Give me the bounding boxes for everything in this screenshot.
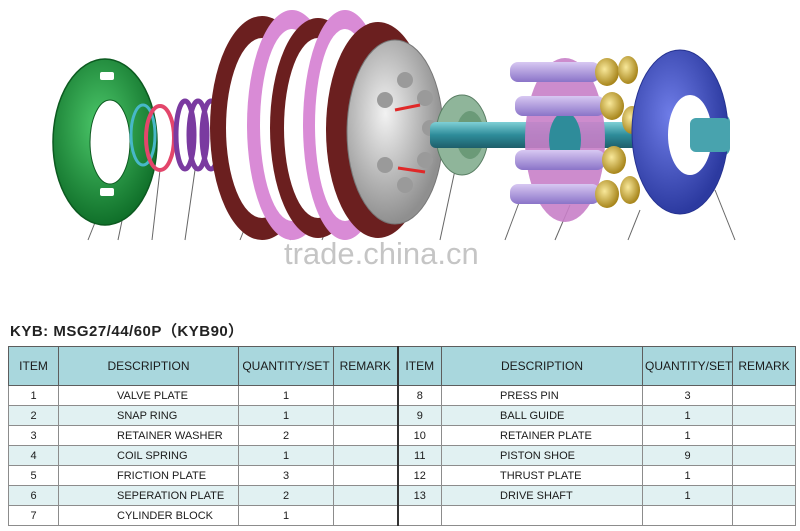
header-item: ITEM: [8, 346, 59, 386]
description-cell: PISTON SHOE: [441, 445, 643, 466]
empty-cell: [396, 505, 442, 526]
table-row: 6 SEPERATION PLATE 2 13 DRIVE SHAFT 1: [8, 485, 796, 506]
remark-cell: [333, 425, 398, 446]
remark-cell: [732, 485, 796, 506]
item-cell: 8: [396, 385, 442, 406]
header-quantity: QUANTITY/SET: [238, 346, 334, 386]
quantity-cell: 2: [238, 425, 334, 446]
remark-cell: [333, 505, 398, 526]
description-cell: COIL SPRING: [58, 445, 239, 466]
quantity-cell: 1: [642, 425, 733, 446]
table-row: 1 VALVE PLATE 1 8 PRESS PIN 3: [8, 385, 796, 406]
piston-shoe-parts: [510, 56, 642, 208]
header-item-2: ITEM: [396, 346, 442, 386]
table-row: 5 FRICTION PLATE 3 12 THRUST PLATE 1: [8, 465, 796, 486]
description-cell: THRUST PLATE: [441, 465, 643, 486]
description-cell: SEPERATION PLATE: [58, 485, 239, 506]
item-cell: 7: [8, 505, 59, 526]
description-cell: RETAINER WASHER: [58, 425, 239, 446]
item-cell: 3: [8, 425, 59, 446]
quantity-cell: 3: [642, 385, 733, 406]
table-row: 7 CYLINDER BLOCK 1: [8, 505, 796, 526]
item-cell: 13: [396, 485, 442, 506]
remark-cell: [732, 385, 796, 406]
remark-cell: [333, 485, 398, 506]
quantity-cell: 1: [238, 505, 334, 526]
remark-cell: [333, 465, 398, 486]
quantity-cell: 1: [642, 465, 733, 486]
header-description-2: DESCRIPTION: [441, 346, 643, 386]
empty-cell: [732, 505, 796, 526]
cylinder-block-part: [346, 39, 444, 225]
quantity-cell: 1: [642, 405, 733, 426]
quantity-cell: 2: [238, 485, 334, 506]
remark-cell: [732, 445, 796, 466]
table-header-row: ITEM DESCRIPTION QUANTITY/SET REMARK ITE…: [8, 346, 796, 386]
description-cell: VALVE PLATE: [58, 385, 239, 406]
table-row: 2 SNAP RING 1 9 BALL GUIDE 1: [8, 405, 796, 426]
item-cell: 11: [396, 445, 442, 466]
quantity-cell: 9: [642, 445, 733, 466]
remark-cell: [732, 465, 796, 486]
empty-cell: [642, 505, 733, 526]
valve-plate-part: [52, 58, 158, 226]
remark-cell: [732, 425, 796, 446]
description-cell: BALL GUIDE: [441, 405, 643, 426]
table-row: 3 RETAINER WASHER 2 10 RETAINER PLATE 1: [8, 425, 796, 446]
remark-cell: [732, 405, 796, 426]
item-cell: 5: [8, 465, 59, 486]
quantity-cell: 1: [642, 485, 733, 506]
description-cell: PRESS PIN: [441, 385, 643, 406]
header-description: DESCRIPTION: [58, 346, 239, 386]
parts-table: ITEM DESCRIPTION QUANTITY/SET REMARK ITE…: [8, 346, 796, 526]
item-cell: 12: [396, 465, 442, 486]
quantity-cell: 1: [238, 445, 334, 466]
remark-cell: [333, 445, 398, 466]
exploded-parts-illustration: [52, 10, 736, 241]
table-row: 4 COIL SPRING 1 11 PISTON SHOE 9: [8, 445, 796, 466]
empty-cell: [441, 505, 643, 526]
item-cell: 9: [396, 405, 442, 426]
header-remark-2: REMARK: [732, 346, 796, 386]
description-cell: FRICTION PLATE: [58, 465, 239, 486]
item-cell: 10: [396, 425, 442, 446]
remark-cell: [333, 385, 398, 406]
quantity-cell: 3: [238, 465, 334, 486]
quantity-cell: 1: [238, 385, 334, 406]
item-cell: 1: [8, 385, 59, 406]
description-cell: DRIVE SHAFT: [441, 485, 643, 506]
watermark-text: trade.china.cn: [284, 236, 479, 271]
description-cell: SNAP RING: [58, 405, 239, 426]
header-quantity-2: QUANTITY/SET: [642, 346, 733, 386]
item-cell: 2: [8, 405, 59, 426]
quantity-cell: 1: [238, 405, 334, 426]
page-title: KYB: MSG27/44/60P（KYB90）: [10, 323, 244, 340]
item-cell: 4: [8, 445, 59, 466]
description-cell: RETAINER PLATE: [441, 425, 643, 446]
remark-cell: [333, 405, 398, 426]
header-remark: REMARK: [333, 346, 398, 386]
thrust-plate-part: [631, 49, 730, 215]
description-cell: CYLINDER BLOCK: [58, 505, 239, 526]
item-cell: 6: [8, 485, 59, 506]
